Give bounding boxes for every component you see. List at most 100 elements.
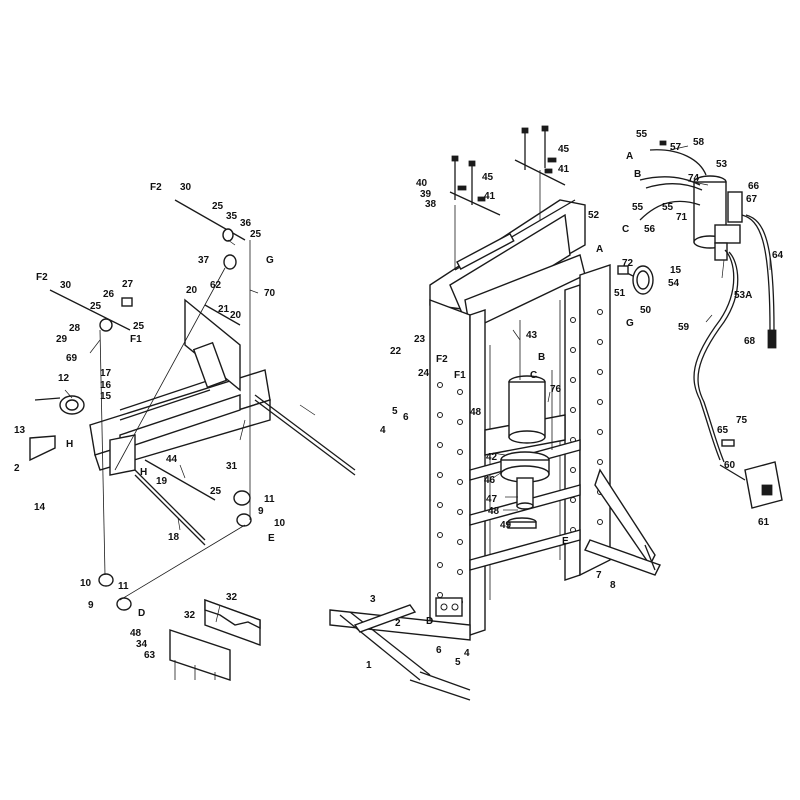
label-48: 48 [130,628,142,639]
label-D: D [138,608,145,619]
label-C: C [622,224,629,235]
label-66: 66 [748,181,760,192]
label-25: 25 [90,301,102,312]
label-74: 74 [688,173,700,184]
label-A: A [626,151,633,162]
label-4: 4 [380,425,386,436]
label-25: 25 [133,321,145,332]
label-2: 2 [395,618,401,629]
label-F1: F1 [130,334,142,345]
label-46: 46 [484,475,496,486]
label-12: 12 [58,373,70,384]
label-52: 52 [588,210,600,221]
label-55: 55 [636,129,648,140]
label-H: H [140,467,147,478]
label-21: 21 [218,304,230,315]
label-3: 3 [370,594,376,605]
winch-assembly [29,199,356,611]
label-55: 55 [662,202,674,213]
label-13: 13 [14,425,26,436]
label-6: 6 [403,412,409,423]
label-F2: F2 [36,272,48,283]
label-58: 58 [693,137,705,148]
label-31: 31 [226,461,238,472]
label-16: 16 [100,380,112,391]
label-32: 32 [226,592,238,603]
label-F2: F2 [436,354,448,365]
label-G: G [626,318,634,329]
label-2: 2 [14,463,20,474]
label-64: 64 [772,250,784,261]
label-H: H [66,439,73,450]
label-48: 48 [488,506,500,517]
label-35: 35 [226,211,238,222]
label-27: 27 [122,279,134,290]
label-25: 25 [212,201,224,212]
label-F2: F2 [150,182,162,193]
label-70: 70 [264,288,276,299]
label-47: 47 [486,494,498,505]
label-10: 10 [274,518,286,529]
label-26: 26 [103,289,115,300]
label-19: 19 [156,476,168,487]
label-F1: F1 [454,370,466,381]
label-8: 8 [610,580,616,591]
press-frame [329,199,661,701]
pressure-gauge [617,265,654,295]
label-10: 10 [80,578,92,589]
label-B: B [538,352,545,363]
label-75: 75 [736,415,748,426]
label-20: 20 [186,285,198,296]
label-A: A [596,244,603,255]
label-45: 45 [558,144,570,155]
label-68: 68 [744,336,756,347]
label-62: 62 [210,280,222,291]
label-6: 6 [436,645,442,656]
label-60: 60 [724,460,736,471]
label-5: 5 [392,406,398,417]
label-43: 43 [526,330,538,341]
label-42: 42 [486,452,498,463]
label-71: 71 [676,212,688,223]
label-22: 22 [390,346,402,357]
label-53: 53 [716,159,728,170]
label-25: 25 [250,229,262,240]
label-51: 51 [614,288,626,299]
label-36: 36 [240,218,252,229]
label-20: 20 [230,310,242,321]
label-72: 72 [622,258,634,269]
label-11: 11 [264,494,275,505]
label-5: 5 [455,657,461,668]
label-15: 15 [670,265,682,276]
leader-lines [64,145,771,623]
label-67: 67 [746,194,758,205]
label-34: 34 [136,639,148,650]
label-50: 50 [640,305,652,316]
label-4: 4 [464,648,470,659]
label-39: 39 [420,189,432,200]
label-C: C [530,370,537,381]
label-28: 28 [69,323,81,334]
label-1: 1 [366,660,372,671]
label-18: 18 [168,532,180,543]
label-17: 17 [100,368,112,379]
label-24: 24 [418,368,430,379]
label-40: 40 [416,178,428,189]
label-7: 7 [596,570,602,581]
label-76: 76 [550,384,562,395]
label-41: 41 [484,191,496,202]
label-25: 25 [210,486,222,497]
label-38: 38 [425,199,437,210]
label-E: E [562,536,569,547]
label-9: 9 [258,506,264,517]
label-29: 29 [56,334,68,345]
label-63: 63 [144,650,156,661]
label-65: 65 [717,425,729,436]
label-44: 44 [166,454,178,465]
label-D: D [426,616,433,627]
label-54: 54 [668,278,680,289]
label-37: 37 [198,255,210,266]
foot-pedal [719,439,783,509]
hydraulic-cylinder [484,320,566,529]
